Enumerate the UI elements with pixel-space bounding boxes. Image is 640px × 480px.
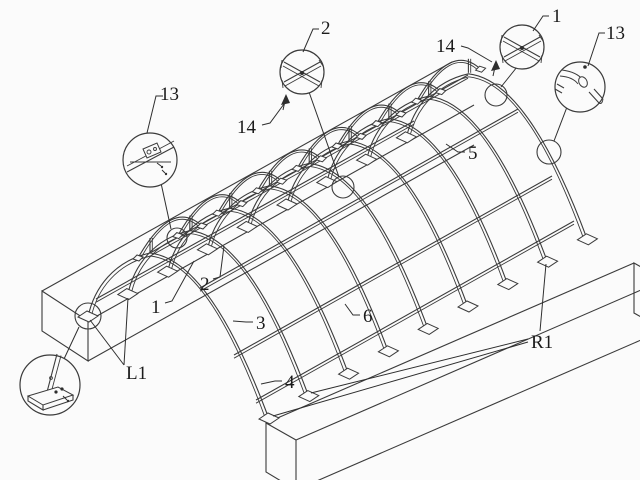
callout-2-mid: 2 xyxy=(200,274,210,295)
callout-leaders xyxy=(146,15,605,385)
detail-circle-connector xyxy=(554,61,606,113)
source-ring-anchor xyxy=(74,302,102,330)
callout-2-top: 2 xyxy=(321,18,331,39)
callout-r1: R1 xyxy=(531,332,553,353)
callout-13-left: 13 xyxy=(160,84,179,105)
source-ring-cross-left xyxy=(331,175,355,199)
callout-4: 4 xyxy=(285,372,295,393)
source-ring-cross-right xyxy=(484,83,508,107)
callout-1-top: 1 xyxy=(552,6,562,27)
callout-14-right: 14 xyxy=(436,36,456,57)
source-ring-clamp-left xyxy=(166,227,188,249)
source-ring-connector xyxy=(536,139,562,165)
callout-13-right: 13 xyxy=(606,23,625,44)
callout-1-mid: 1 xyxy=(151,297,161,318)
detail-circle-clamp-left xyxy=(122,132,178,188)
span-leaders xyxy=(89,263,547,417)
detail-source-rings xyxy=(74,83,562,330)
detail-circle-cross-left xyxy=(279,49,325,95)
callout-14-left: 14 xyxy=(237,117,257,138)
callout-l1: L1 xyxy=(126,363,147,384)
callout-labels: 1 2 13 13 14 14 1 2 3 4 5 6 L1 R1 xyxy=(126,6,625,393)
detail-circle-anchor xyxy=(19,353,81,416)
detail-circle-cross-right xyxy=(499,24,545,70)
callout-3: 3 xyxy=(256,313,266,334)
callout-5: 5 xyxy=(468,143,478,164)
callout-6: 6 xyxy=(363,306,373,327)
detail-connectors xyxy=(63,66,568,360)
right-foundation-beam xyxy=(265,262,640,480)
